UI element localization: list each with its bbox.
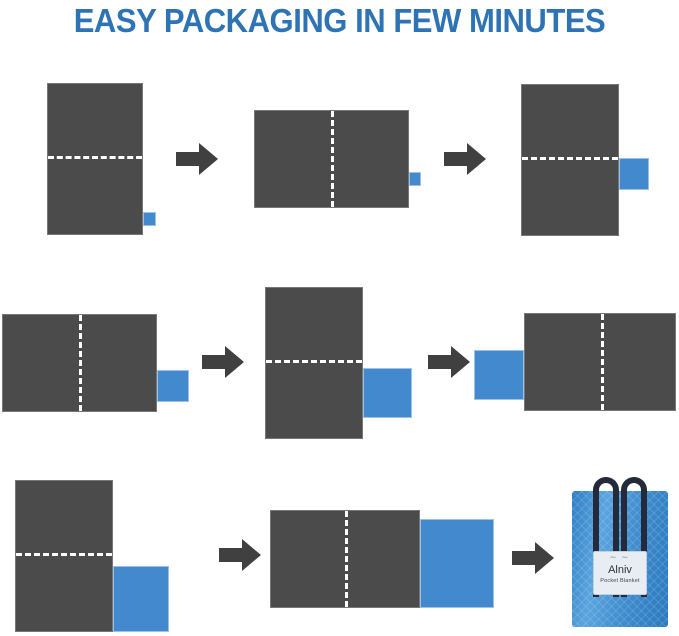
step-7-pocket-square: [113, 566, 169, 632]
step-3-pocket-square: [619, 158, 649, 190]
step-6-fabric-panel: [524, 313, 676, 411]
step-4-fabric-panel: [2, 314, 157, 412]
page-title: EASY PACKAGING IN FEW MINUTES: [73, 2, 606, 39]
bag-brand-name: Alniv: [608, 564, 632, 576]
arrow-3: [202, 345, 244, 379]
bag-handle-left: [593, 477, 619, 551]
step-2-pocket-tab: [409, 172, 421, 186]
arrow-2: [444, 142, 486, 176]
step-9-finished-bag: ⁓ ⁓ Alniv Pocket Blanket: [572, 477, 668, 627]
step-1-fold-line: [48, 156, 142, 159]
step-7-fold-line: [16, 553, 112, 556]
bag-handle-right: [621, 477, 647, 551]
step-3-fabric-panel: [521, 84, 619, 236]
bag-bird-motif-icon: ⁓ ⁓: [610, 555, 630, 561]
step-4-fold-line: [79, 315, 82, 411]
step-7-fabric-panel: [15, 480, 113, 632]
step-8-fold-line: [345, 511, 348, 607]
step-8-pocket-square: [420, 519, 494, 608]
step-5-fabric-panel: [265, 287, 363, 439]
arrow-4: [428, 345, 470, 379]
step-2-fold-line: [331, 111, 334, 207]
step-5-pocket-square: [363, 368, 412, 418]
step-4-pocket-square: [157, 370, 189, 402]
step-1-fabric-panel: [47, 83, 143, 235]
step-1-pocket-tab: [143, 212, 156, 226]
arrow-6: [512, 541, 554, 575]
bag-brand-label: ⁓ ⁓ Alniv Pocket Blanket: [593, 551, 647, 595]
arrow-1: [176, 142, 218, 176]
step-6-fold-line: [601, 314, 604, 410]
arrow-5: [219, 538, 261, 572]
step-6-pocket-square: [474, 350, 524, 400]
step-3-fold-line: [522, 157, 618, 160]
bag-product-subtitle: Pocket Blanket: [600, 578, 640, 584]
step-5-fold-line: [266, 360, 362, 363]
step-8-fabric-panel: [270, 510, 420, 608]
step-2-fabric-panel: [254, 110, 409, 208]
